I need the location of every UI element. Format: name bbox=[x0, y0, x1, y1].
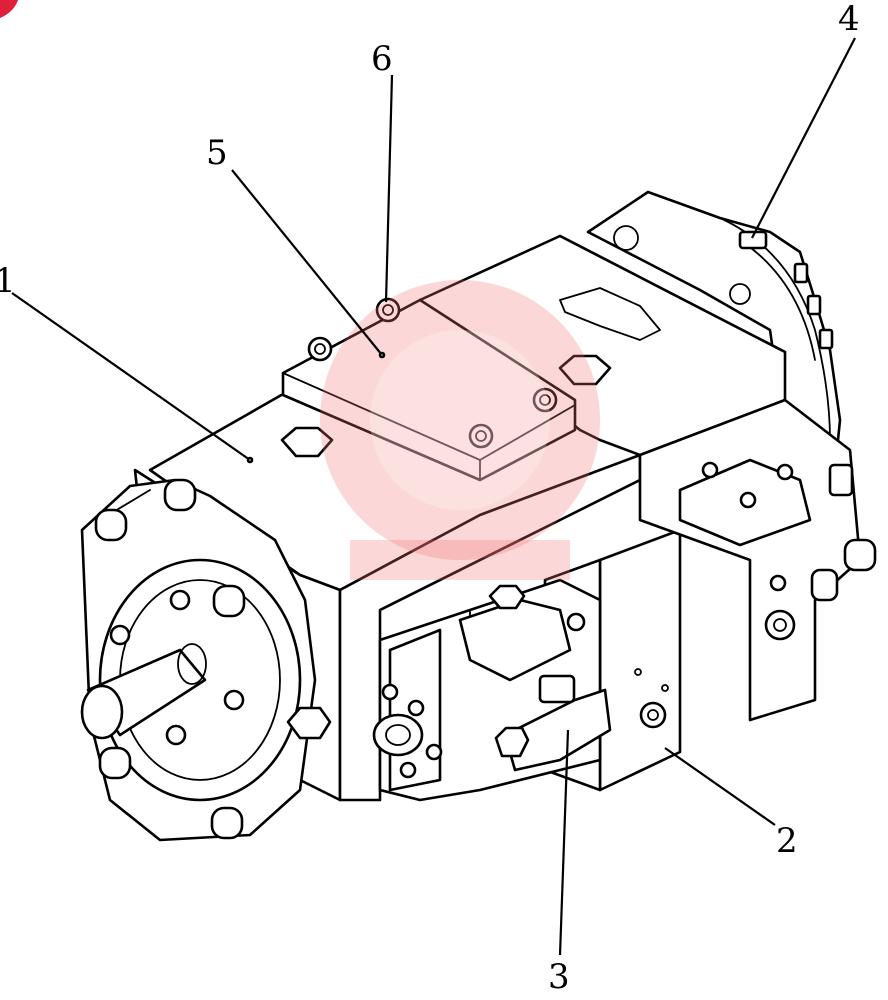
callout-1: 1 bbox=[0, 261, 16, 301]
callout-labels: 1 2 3 4 5 6 bbox=[0, 0, 860, 997]
leader-4 bbox=[751, 37, 856, 239]
leader-3 bbox=[558, 729, 570, 956]
rear-housing bbox=[586, 190, 842, 472]
rear-regulator bbox=[638, 398, 877, 722]
front-regulator bbox=[372, 578, 612, 802]
cover-bolts bbox=[307, 297, 558, 449]
callout-3: 3 bbox=[548, 957, 570, 997]
watermark-logo bbox=[320, 280, 600, 580]
leader-2 bbox=[664, 747, 776, 826]
leader-5 bbox=[231, 169, 383, 356]
leader-6 bbox=[384, 74, 394, 303]
front-flange bbox=[80, 478, 332, 842]
leader-1 bbox=[11, 292, 251, 461]
callout-6: 6 bbox=[371, 39, 393, 79]
callout-5: 5 bbox=[206, 133, 228, 173]
leader-lines bbox=[11, 37, 856, 956]
corner-mark bbox=[0, 0, 18, 18]
top-cover-plate bbox=[281, 297, 577, 482]
drive-shaft bbox=[80, 643, 207, 740]
callout-2: 2 bbox=[776, 821, 798, 861]
flange-bolts bbox=[109, 589, 245, 746]
callout-4: 4 bbox=[838, 0, 860, 39]
